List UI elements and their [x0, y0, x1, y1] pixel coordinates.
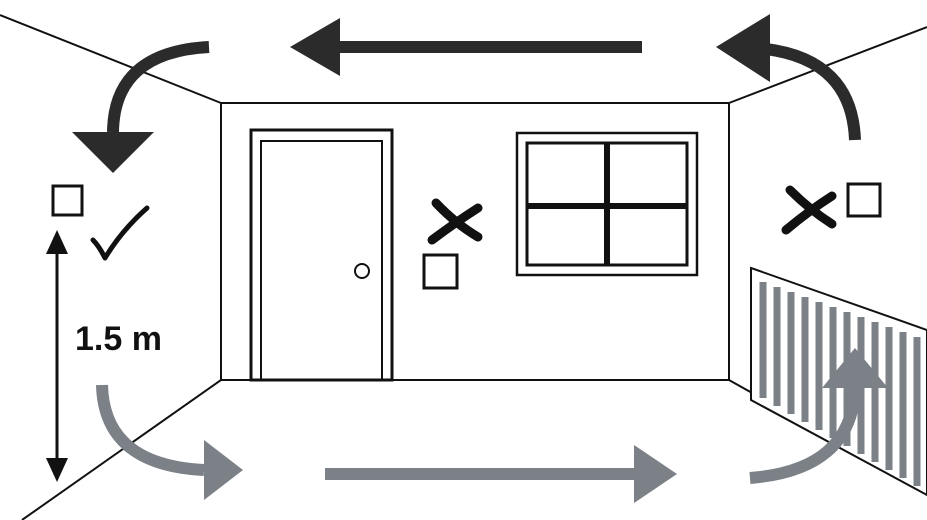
cold-air-radiator-curve-arrow-shaft — [749, 387, 861, 484]
cold-air-radiator-curve-arrow-head — [822, 348, 888, 388]
window — [515, 131, 699, 277]
window-frame — [515, 131, 699, 277]
warm-airflow — [72, 14, 861, 173]
door-knob — [354, 263, 370, 279]
height-label: 1.5 m — [75, 320, 162, 358]
ceiling-edge-left — [0, 14, 222, 104]
sensor-box — [846, 182, 882, 218]
check-mark-icon — [90, 205, 150, 261]
cold-airflow — [96, 348, 888, 503]
cold-air-left-curve-arrow-head — [204, 440, 243, 500]
height-dimension: 1.5 m — [46, 230, 162, 482]
warm-air-right-curve-arrow-shaft — [765, 43, 861, 141]
radiator-fins — [759, 282, 921, 486]
sensor-box — [51, 184, 84, 217]
warm-air-ceiling-arrow-head — [290, 18, 340, 76]
sensor-box — [422, 253, 459, 290]
door-panel — [260, 140, 383, 381]
warm-air-left-curve-arrow-head — [72, 132, 154, 173]
room-outline — [0, 14, 927, 520]
sensor-left-wall — [51, 184, 150, 261]
warm-air-left-curve-arrow-shaft — [107, 41, 210, 133]
floor-edge-left — [21, 379, 222, 520]
cross-mark-icon — [427, 198, 483, 245]
cold-air-floor-arrow-head — [634, 445, 677, 503]
dimension-arrow-bottom — [46, 458, 68, 482]
cold-air-left-curve-arrow-shaft — [96, 384, 205, 476]
dimension-arrow-top — [46, 230, 68, 254]
back-wall — [220, 102, 730, 381]
warm-air-right-curve-arrow-head — [716, 14, 770, 82]
cross-mark-icon — [781, 185, 837, 235]
sensor-back-wall — [422, 198, 483, 290]
sensor-right-wall — [781, 182, 882, 235]
ceiling-edge-right — [728, 26, 927, 104]
door-frame — [249, 128, 394, 382]
door — [249, 128, 394, 382]
